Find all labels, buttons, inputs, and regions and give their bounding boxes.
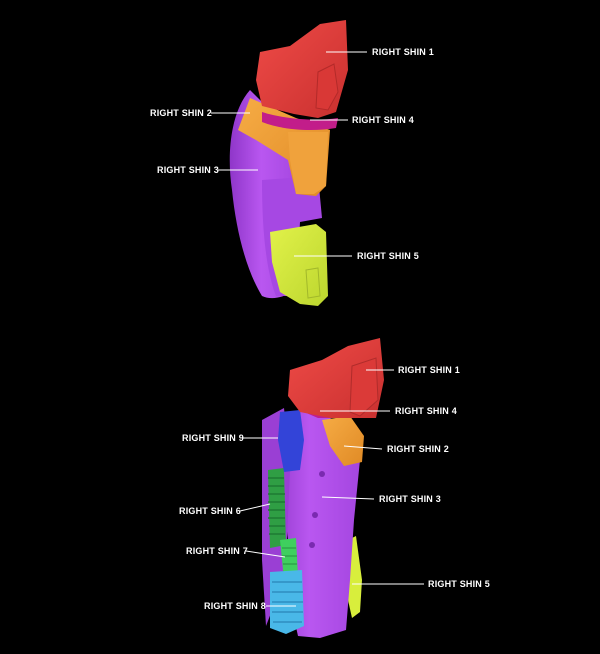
leader-bottom-shin3 <box>321 496 375 500</box>
label-bottom-shin6: RIGHT SHIN 6 <box>179 506 241 516</box>
label-top-shin4: RIGHT SHIN 4 <box>352 115 414 125</box>
bottom-shin6-ribs <box>268 477 285 535</box>
bottom-view <box>262 338 384 638</box>
bottom-shin2-part <box>322 416 364 466</box>
bottom-shin1-panel <box>349 357 379 417</box>
bottom-shin6-part <box>268 468 286 548</box>
bottom-shin7-ribs <box>282 547 297 565</box>
label-bottom-shin1: RIGHT SHIN 1 <box>398 365 460 375</box>
leader-lines <box>211 51 424 607</box>
leader-bottom-shin2 <box>343 445 383 450</box>
leader-bottom-shin6 <box>239 503 271 512</box>
top-shin1-notch <box>315 63 339 111</box>
bottom-shin8-ribs <box>272 581 303 623</box>
bottom-shin9-part <box>278 410 304 472</box>
label-bottom-shin5: RIGHT SHIN 5 <box>428 579 490 589</box>
top-shin2-front <box>288 132 328 194</box>
bottom-shin3-hole-1 <box>319 471 325 477</box>
label-bottom-shin4: RIGHT SHIN 4 <box>395 406 457 416</box>
top-view <box>229 20 348 306</box>
label-top-shin5: RIGHT SHIN 5 <box>357 251 419 261</box>
top-shin4-part <box>262 112 338 130</box>
label-bottom-shin8: RIGHT SHIN 8 <box>204 601 266 611</box>
top-shin5-part <box>270 224 328 306</box>
label-bottom-shin9: RIGHT SHIN 9 <box>182 433 244 443</box>
label-top-shin3: RIGHT SHIN 3 <box>157 165 219 175</box>
leader-bottom-shin7 <box>245 550 286 558</box>
label-top-shin1: RIGHT SHIN 1 <box>372 47 434 57</box>
bottom-shin3-hole-3 <box>309 542 315 548</box>
label-bottom-shin7: RIGHT SHIN 7 <box>186 546 248 556</box>
label-bottom-shin2: RIGHT SHIN 2 <box>387 444 449 454</box>
top-shin5-detail <box>305 267 321 299</box>
label-bottom-shin3: RIGHT SHIN 3 <box>379 494 441 504</box>
bottom-shin3-hole-2 <box>312 512 318 518</box>
label-top-shin2: RIGHT SHIN 2 <box>150 108 212 118</box>
